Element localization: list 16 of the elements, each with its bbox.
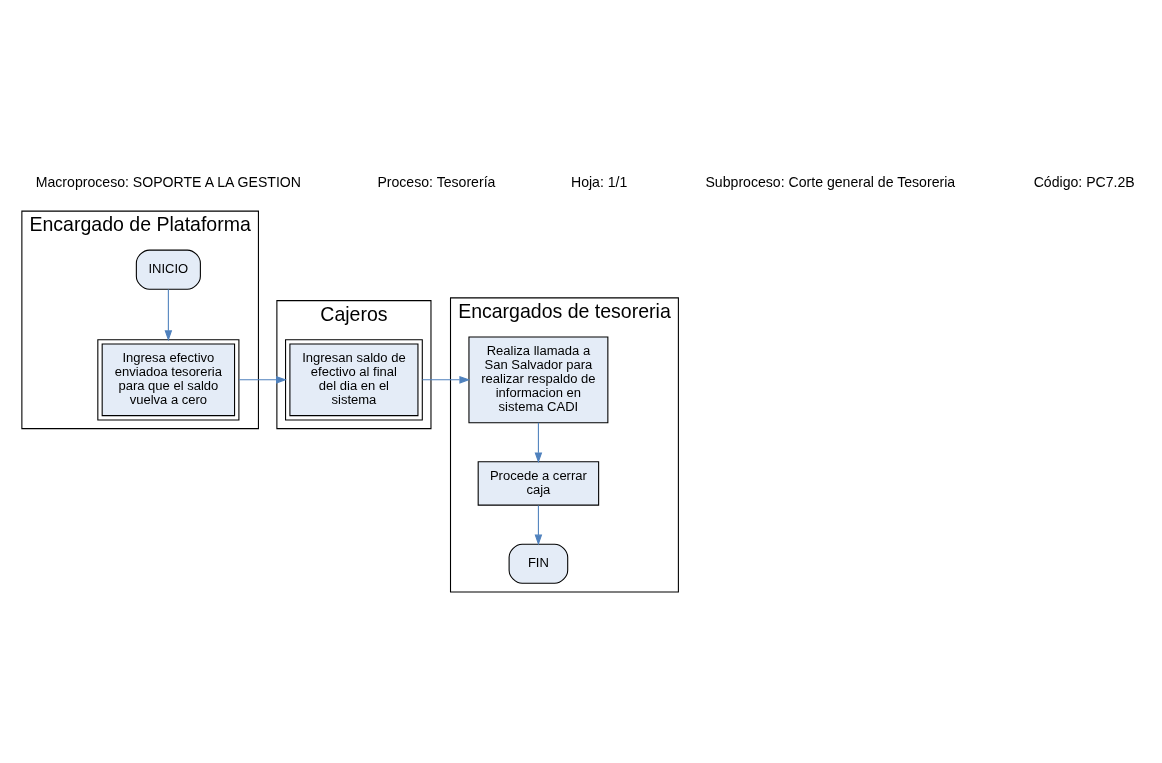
arrow xyxy=(238,375,287,384)
label: Proceso: Tesorería xyxy=(377,173,496,190)
node-box: FIN xyxy=(508,543,569,584)
label: Hoja: 1/1 xyxy=(570,173,628,190)
node-box: INICIO xyxy=(135,249,201,290)
arrow xyxy=(164,288,173,341)
arrow xyxy=(534,504,543,545)
arrow xyxy=(534,421,543,463)
node-box: Procede a cerrar caja xyxy=(477,460,600,506)
label: Macroproceso: SOPORTE A LA GESTION xyxy=(35,173,302,190)
arrow xyxy=(421,375,471,384)
label: Subproceso: Corte general de Tesoreria xyxy=(705,173,956,190)
node-box: Ingresa efectivo enviadoa tesoreria para que el saldo vuelva a cero xyxy=(97,338,240,421)
label: Código: PC7.2B xyxy=(1033,173,1135,190)
node-box: Realiza llamada a San Salvador para realizar respaldo de informacion en sistema CADI xyxy=(468,335,609,423)
node-box: Ingresan saldo de efectivo al final del dia en el sistema xyxy=(285,338,423,421)
